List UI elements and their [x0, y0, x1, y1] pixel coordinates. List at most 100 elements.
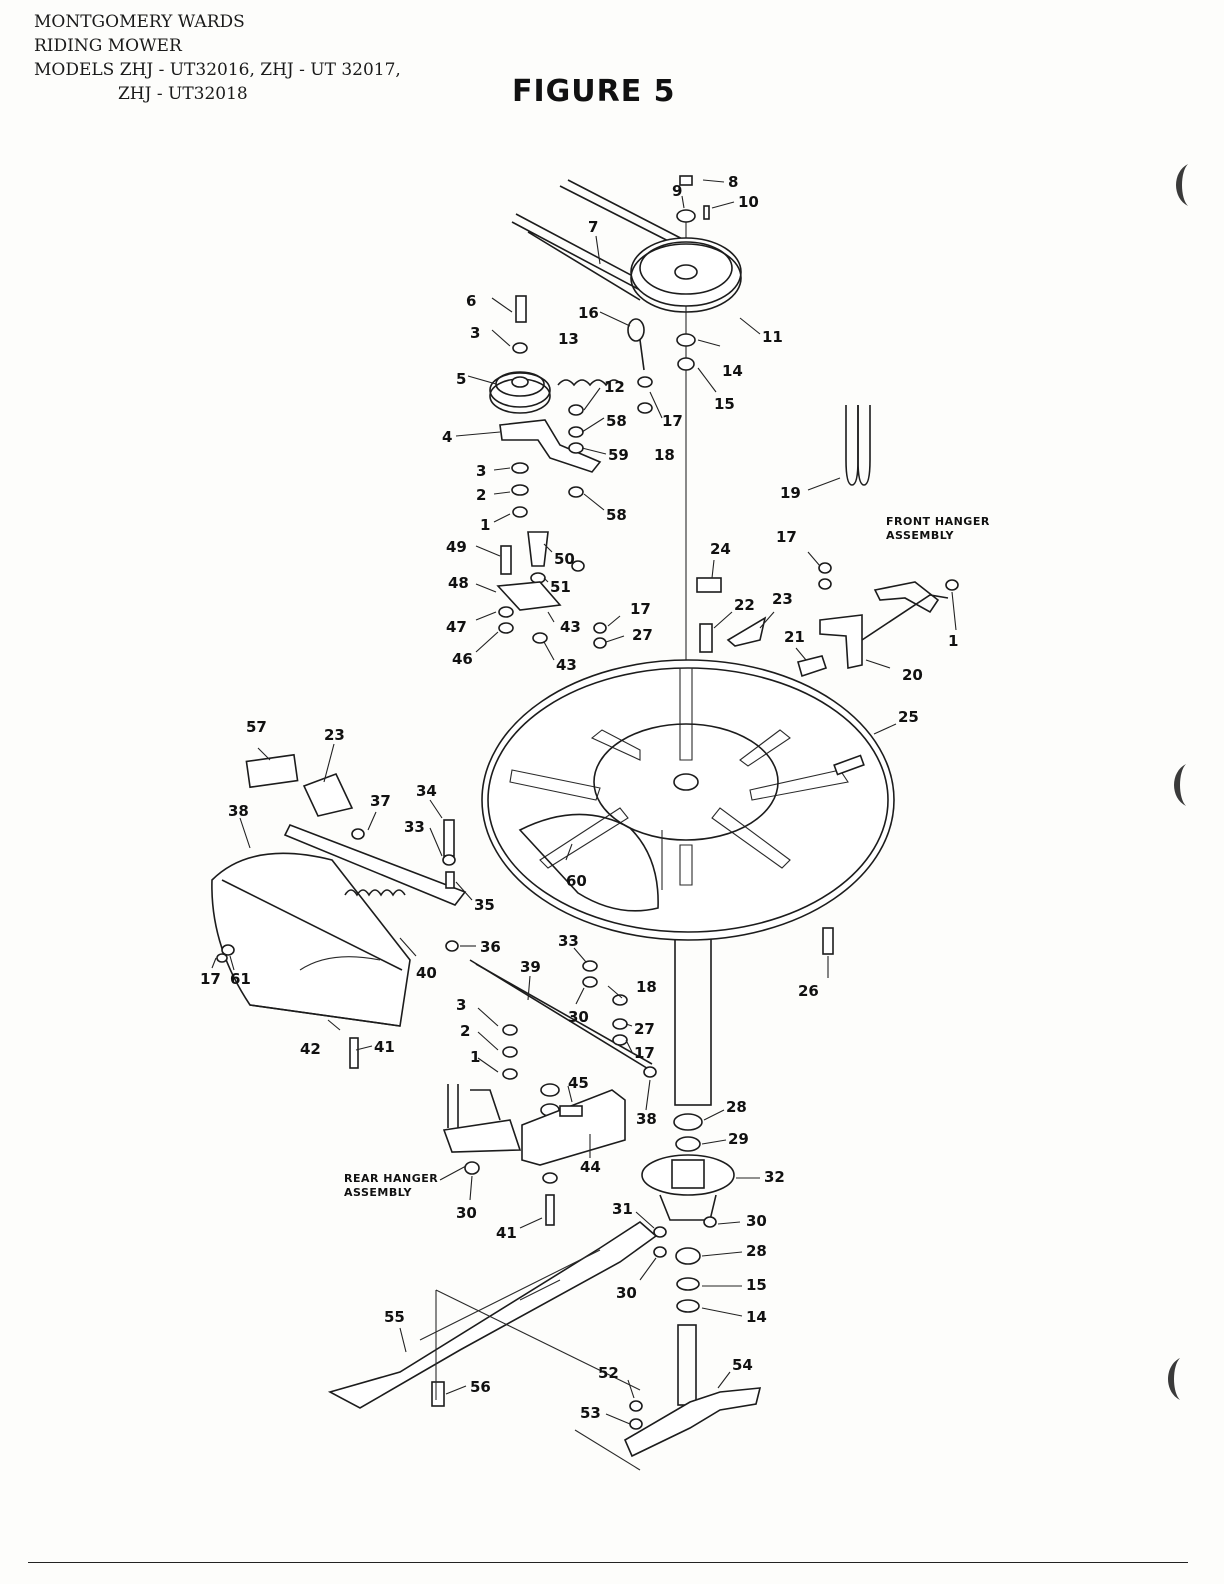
callout-23-left: 23 [324, 726, 345, 744]
callout-30-right: 30 [746, 1212, 767, 1230]
callout-7: 7 [588, 218, 598, 236]
callout-17-mid: 17 [630, 600, 651, 618]
header-brand: MONTGOMERY WARDS [34, 12, 245, 32]
rear-hanger-label-1: REAR HANGER [344, 1172, 438, 1185]
callout-30-bottom: 30 [616, 1284, 637, 1302]
part-number-labels: 8 9 10 7 11 6 3 5 4 3 2 1 16 13 12 58 59… [200, 173, 990, 1422]
front-hanger-assembly [696, 405, 959, 678]
binder-hole-top [1176, 164, 1188, 206]
callout-1-low: 1 [470, 1048, 480, 1066]
callout-48: 48 [448, 574, 469, 592]
callout-12: 12 [604, 378, 625, 396]
callout-14-bottom: 14 [746, 1308, 767, 1326]
callout-8: 8 [728, 173, 738, 191]
mower-blade [327, 1220, 658, 1409]
callout-43-bottom: 43 [556, 656, 577, 674]
callout-23-front: 23 [772, 590, 793, 608]
callout-58-top: 58 [606, 412, 627, 430]
callout-13: 13 [558, 330, 579, 348]
callout-17-front: 17 [776, 528, 797, 546]
header-models-cont: ZHJ - UT32018 [118, 84, 248, 104]
callout-31: 31 [612, 1200, 633, 1218]
callout-26: 26 [798, 982, 819, 1000]
callout-43-top: 43 [560, 618, 581, 636]
callout-6: 6 [466, 292, 476, 310]
callout-40: 40 [416, 964, 437, 982]
callout-42: 42 [300, 1040, 321, 1058]
callout-20: 20 [902, 666, 923, 684]
callout-9: 9 [672, 182, 682, 200]
callout-22: 22 [734, 596, 755, 614]
callout-36: 36 [480, 938, 501, 956]
discharge-chute [211, 753, 657, 1078]
callout-56: 56 [470, 1378, 491, 1396]
callout-41-left: 41 [374, 1038, 395, 1056]
callout-27-top: 27 [632, 626, 653, 644]
blade-adapter [574, 1387, 762, 1471]
rear-hanger-assembly [442, 1084, 626, 1175]
callout-50: 50 [554, 550, 575, 568]
callout-32: 32 [764, 1168, 785, 1186]
callout-34: 34 [416, 782, 437, 800]
callout-51: 51 [550, 578, 571, 596]
callout-10: 10 [738, 193, 759, 211]
callout-25: 25 [898, 708, 919, 726]
callout-33-left: 33 [404, 818, 425, 836]
header-models: MODELS ZHJ - UT32016, ZHJ - UT 32017, [34, 60, 401, 80]
callout-29: 29 [728, 1130, 749, 1148]
callout-45: 45 [568, 1074, 589, 1092]
callout-28-top: 28 [726, 1098, 747, 1116]
callout-41-rear: 41 [496, 1224, 517, 1242]
callout-17-top: 17 [662, 412, 683, 430]
callout-17-left: 17 [200, 970, 221, 988]
idler-pulley-assembly [489, 295, 653, 518]
callout-53: 53 [580, 1404, 601, 1422]
callout-57: 57 [246, 718, 267, 736]
callout-24: 24 [710, 540, 731, 558]
callout-4: 4 [442, 428, 452, 446]
front-hanger-label-2: ASSEMBLY [886, 529, 955, 542]
mower-deck [481, 659, 895, 955]
binder-hole-bottom [1168, 1358, 1180, 1400]
callout-15-top: 15 [714, 395, 735, 413]
callout-35: 35 [474, 896, 495, 914]
callout-2-low: 2 [460, 1022, 470, 1040]
callout-49: 49 [446, 538, 467, 556]
binder-hole-middle [1174, 764, 1186, 806]
figure-title: FIGURE 5 [512, 74, 676, 109]
callout-61: 61 [230, 970, 251, 988]
callout-30-mid: 30 [568, 1008, 589, 1026]
callout-27-mid: 27 [634, 1020, 655, 1038]
callout-3-top: 3 [470, 324, 480, 342]
callout-2-top: 2 [476, 486, 486, 504]
callout-30-rear: 30 [456, 1204, 477, 1222]
callout-46: 46 [452, 650, 473, 668]
rear-hanger-label-2: ASSEMBLY [344, 1186, 413, 1199]
callout-21: 21 [784, 628, 805, 646]
callout-38-right: 38 [636, 1110, 657, 1128]
callout-11: 11 [762, 328, 783, 346]
callout-3-low: 3 [456, 996, 466, 1014]
main-pulley [630, 175, 742, 371]
callout-17-low: 17 [634, 1044, 655, 1062]
callout-1-front: 1 [948, 632, 958, 650]
callout-18-top: 18 [654, 446, 675, 464]
callout-38-left: 38 [228, 802, 249, 820]
callout-lines [211, 179, 957, 1425]
callout-55: 55 [384, 1308, 405, 1326]
front-hanger-label-1: FRONT HANGER [886, 515, 990, 528]
callout-52: 52 [598, 1364, 619, 1382]
drive-belt [511, 179, 697, 301]
footer-rule [28, 1562, 1188, 1563]
callout-3-mid: 3 [476, 462, 486, 480]
callout-19: 19 [780, 484, 801, 502]
blade-spindle-housing [641, 1113, 735, 1313]
callout-39: 39 [520, 958, 541, 976]
header-product: RIDING MOWER [34, 36, 182, 56]
callout-5: 5 [456, 370, 466, 388]
callout-58-bottom: 58 [606, 506, 627, 524]
callout-44: 44 [580, 1158, 601, 1176]
callout-37: 37 [370, 792, 391, 810]
